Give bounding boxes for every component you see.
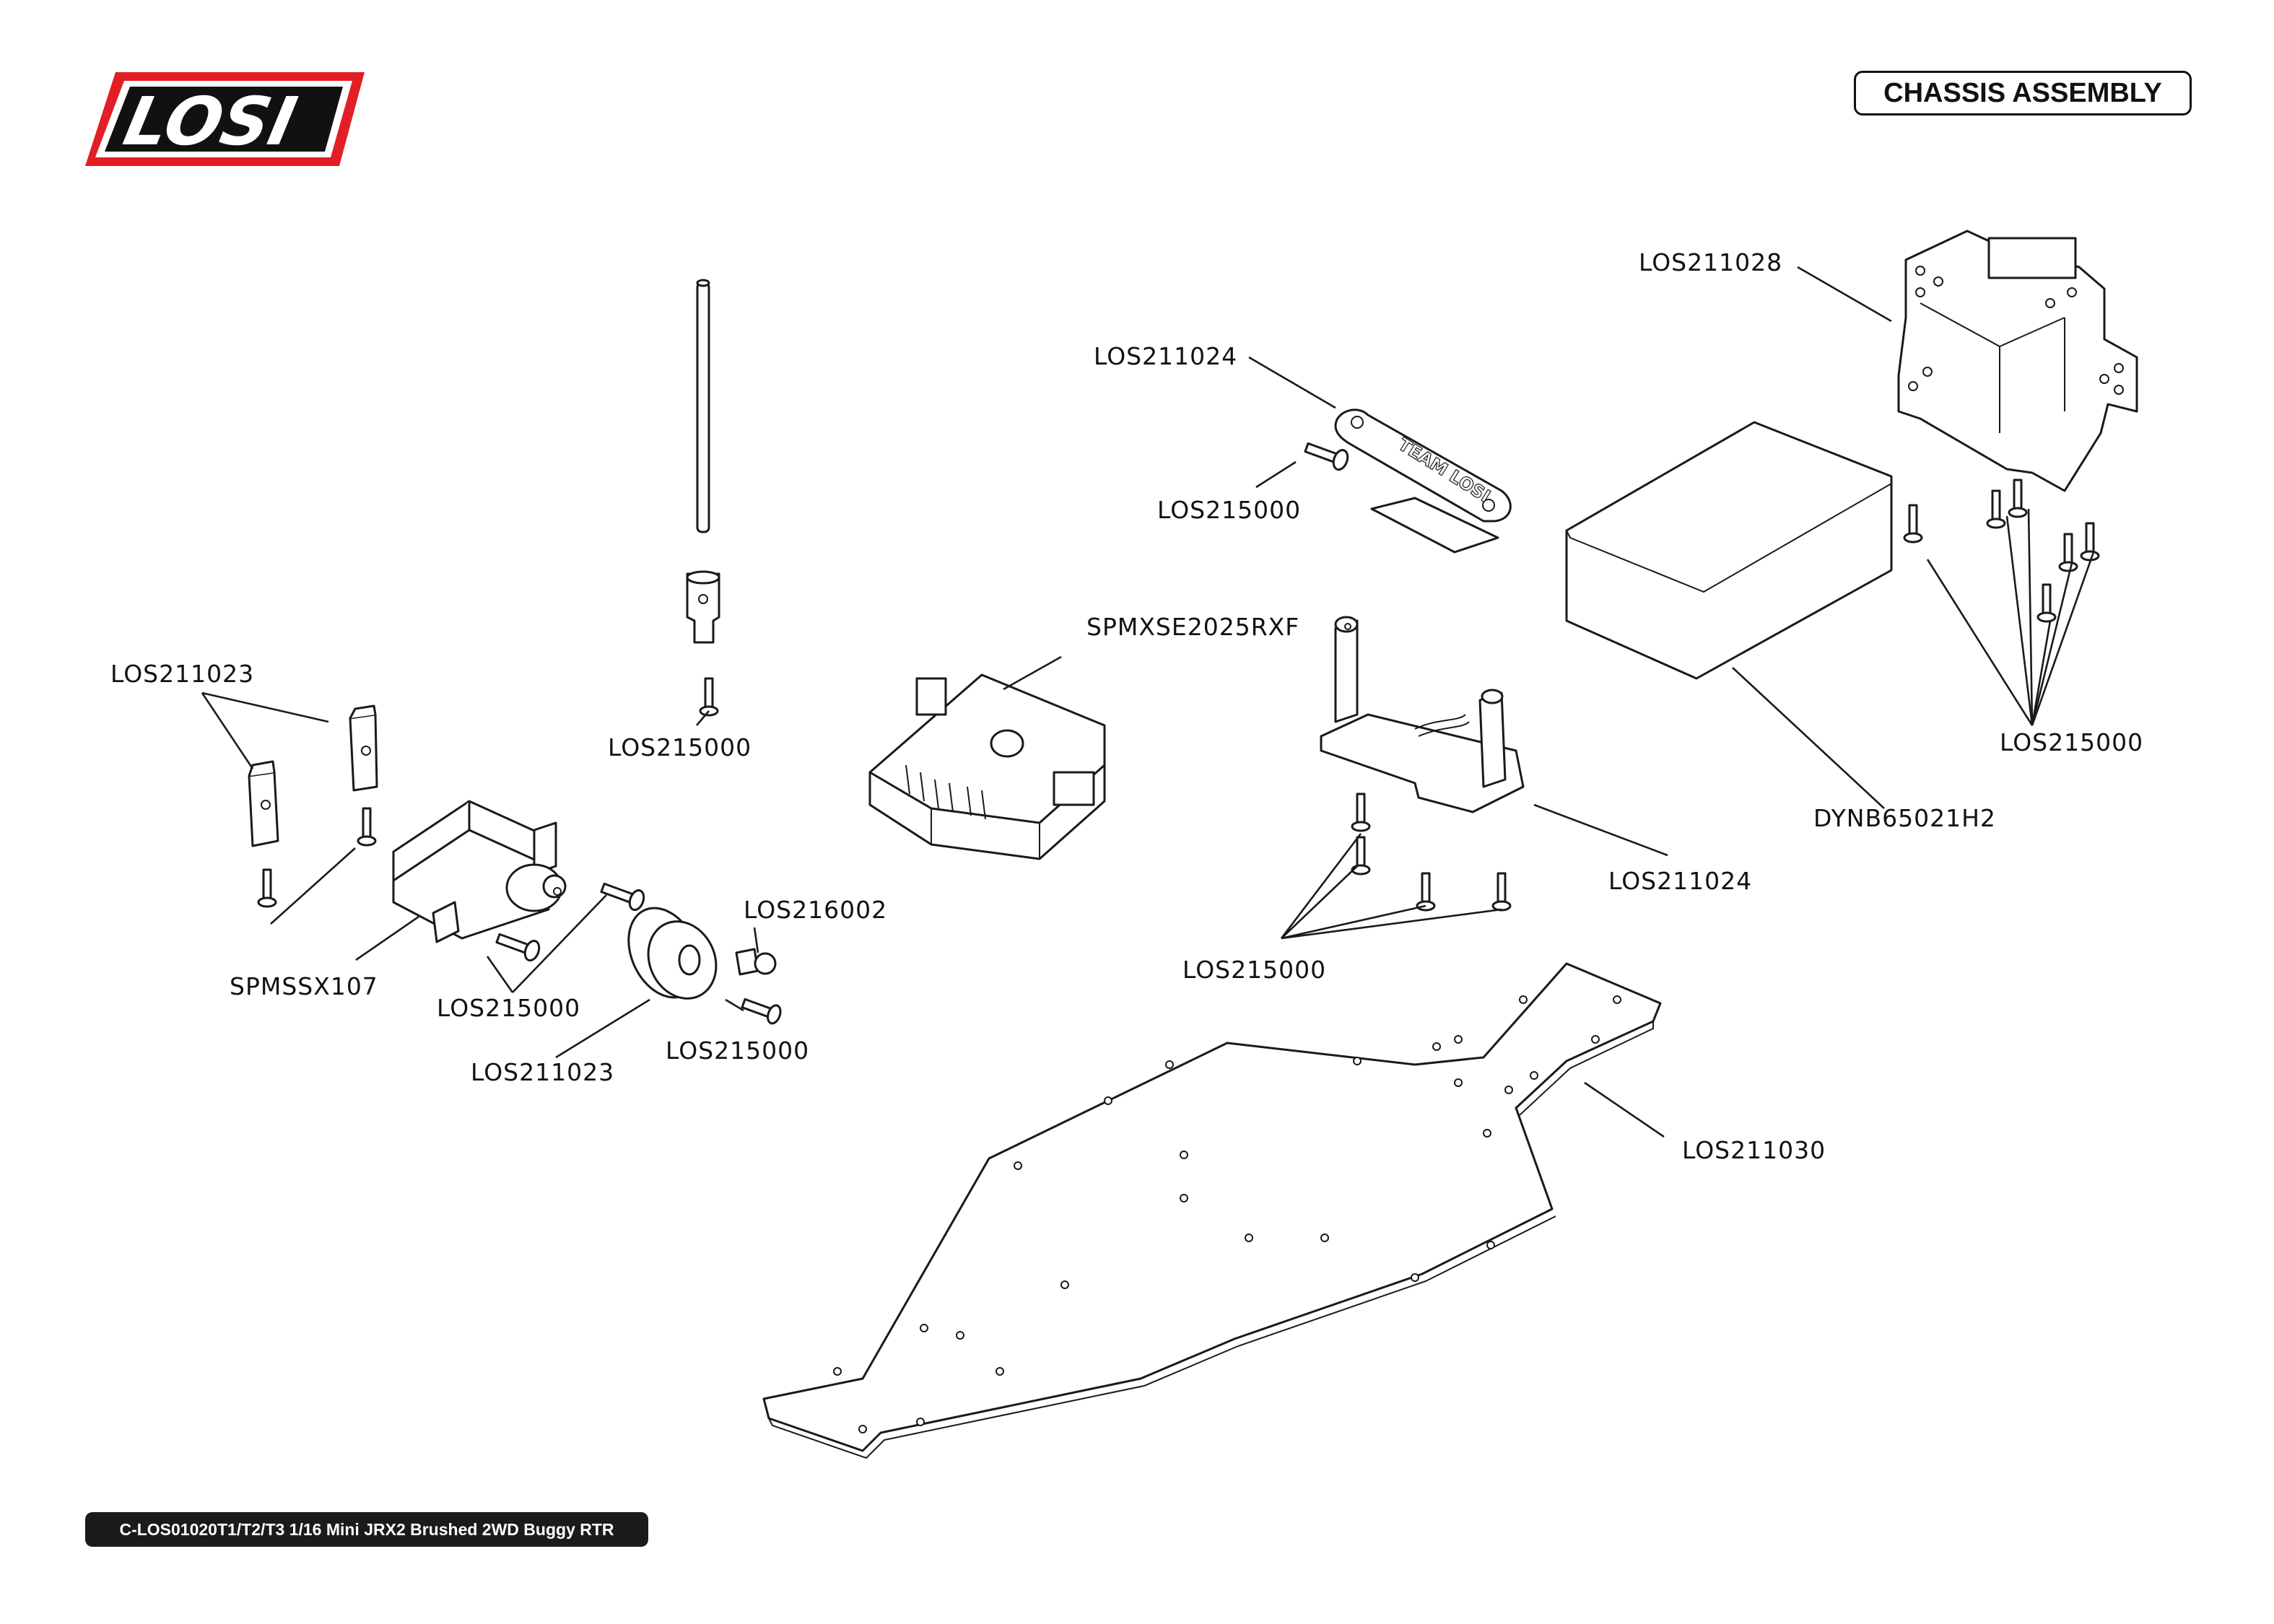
callout-label: LOS215000: [1157, 496, 1301, 524]
page-title: CHASSIS ASSEMBLY: [1854, 71, 2192, 115]
screw: [741, 997, 782, 1025]
callout-label: LOS211023: [110, 660, 254, 688]
screw: [495, 933, 541, 962]
servo-mount-blocks: [248, 704, 378, 847]
screw: [257, 868, 277, 908]
callout-labels: LOS211023 SPMSSX107 LOS215000 LOS211023 …: [110, 248, 2143, 1164]
callout-label: LOS215000: [608, 733, 752, 761]
callout-label: LOS215000: [437, 994, 580, 1022]
screw: [357, 807, 377, 847]
screw: [1416, 872, 1436, 912]
model-footer: C-LOS01020T1/T2/T3 1/16 Mini JRX2 Brushe…: [85, 1512, 648, 1547]
callout-label: LOS215000: [1182, 956, 1326, 984]
screw: [2036, 583, 2057, 623]
callout-label: SPMXSE2025RXF: [1086, 613, 1299, 641]
antenna-tube: [686, 279, 720, 644]
screw: [1491, 872, 1512, 912]
receiver-tray: [1320, 616, 1525, 813]
screw: [1903, 504, 1923, 543]
callout-label: DYNB65021H2: [1813, 804, 1996, 832]
screw: [600, 882, 645, 912]
battery-pack: [1565, 421, 1893, 680]
callout-label: LOS211024: [1608, 867, 1752, 895]
chassis-mounting-holes: [833, 995, 1621, 1433]
callout-label: LOS215000: [666, 1036, 809, 1065]
screw: [1304, 442, 1349, 471]
screw: [2008, 479, 2028, 518]
callout-label: LOS211024: [1094, 342, 1237, 370]
losi-logo: LOSI: [85, 72, 365, 166]
svg-text:LOSI: LOSI: [118, 83, 303, 160]
servo-saver: [627, 907, 718, 1000]
callout-label: SPMSSX107: [230, 972, 378, 1000]
screw: [1986, 489, 2006, 529]
callout-label: LOS211030: [1682, 1136, 1826, 1164]
screw: [2080, 522, 2100, 562]
chassis-plate: [762, 962, 1662, 1459]
callout-label: LOS211023: [471, 1058, 614, 1086]
callout-label: LOS216002: [744, 896, 887, 924]
screw: [2058, 533, 2078, 572]
rear-bulkhead: [1897, 230, 2138, 492]
callout-label: LOS215000: [2000, 728, 2143, 756]
callout-label: LOS211028: [1639, 248, 1782, 276]
servo: [392, 800, 567, 943]
screw: [699, 677, 719, 717]
screw: [1351, 793, 1371, 832]
ball-stud: [735, 948, 777, 976]
esc-receiver: [868, 673, 1106, 860]
leader-lines: [201, 266, 2095, 1138]
antenna-mount-link: TEAM LOSI: [1334, 409, 1512, 554]
